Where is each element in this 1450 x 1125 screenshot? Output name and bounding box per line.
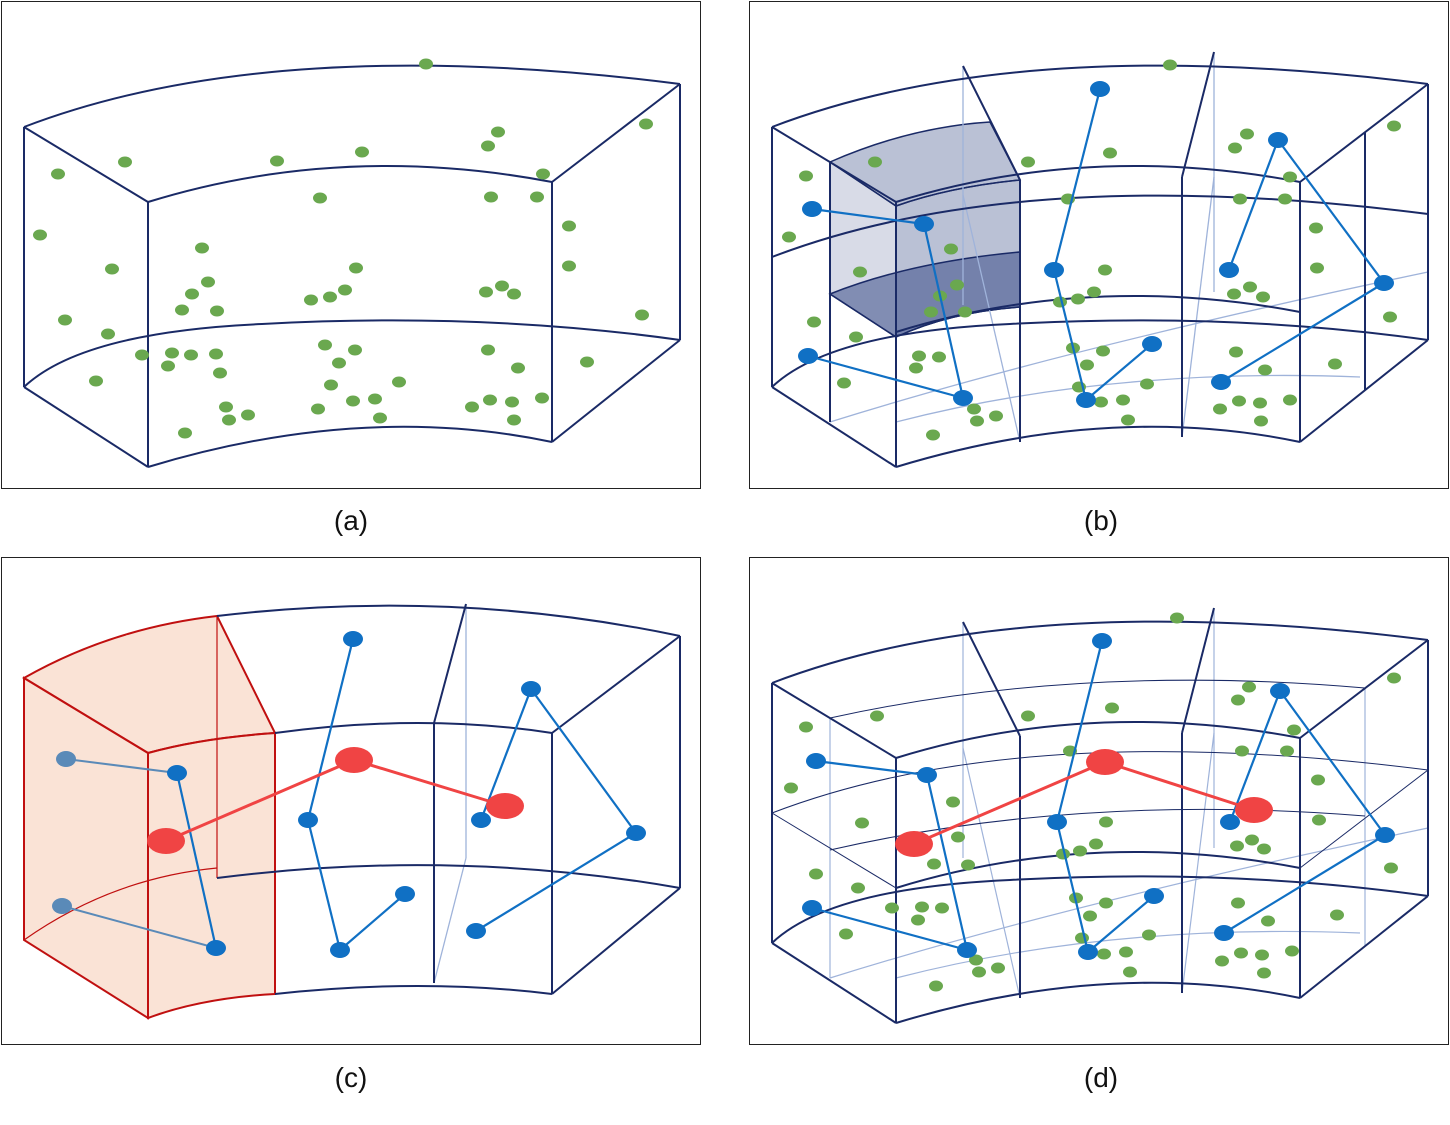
super-cluster-edges — [913, 760, 1255, 846]
cluster-edges — [175, 638, 637, 951]
cluster-edges — [807, 88, 1385, 401]
data-points — [784, 612, 1401, 992]
super-cluster-centers — [147, 747, 524, 854]
caption-b: (b) — [1083, 505, 1119, 536]
diagram-d — [771, 607, 1429, 1024]
diagram-a — [23, 58, 681, 468]
panel-a — [1, 1, 701, 489]
grid-lines-light — [829, 608, 1429, 999]
data-points — [33, 58, 653, 439]
super-cluster-edges — [165, 758, 506, 843]
caption-d: (d) — [1083, 1062, 1119, 1093]
cluster-centers — [52, 631, 646, 958]
cluster-centers — [802, 633, 1395, 960]
caption-a: (a) — [333, 505, 369, 536]
curved-block-outline — [216, 603, 681, 995]
super-cluster-centers — [895, 749, 1273, 857]
curved-block-outline — [23, 64, 681, 468]
panel-c — [1, 557, 701, 1045]
external-edges — [61, 758, 217, 949]
highlighted-region — [22, 614, 277, 1020]
cluster-edges — [811, 640, 1386, 953]
diagram-b — [771, 51, 1429, 468]
curved-block-outline — [771, 607, 1429, 1024]
thin-mid-lines — [771, 679, 1429, 889]
caption-c: (c) — [334, 1062, 368, 1093]
curved-block-outline — [771, 51, 1429, 468]
panel-b — [749, 1, 1449, 489]
grid-lines-light — [433, 604, 467, 984]
diagram-c — [22, 603, 681, 1020]
grid-lines-light — [829, 52, 1429, 443]
panel-d — [749, 557, 1449, 1045]
data-points — [782, 59, 1401, 441]
cluster-centers — [798, 81, 1394, 408]
